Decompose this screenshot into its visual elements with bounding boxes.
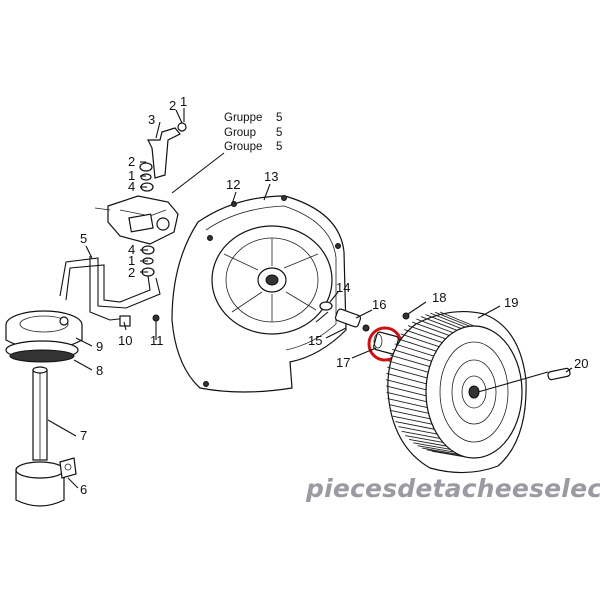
callout-15: 15 <box>308 333 322 348</box>
fan-blade <box>407 325 446 340</box>
fan-blade <box>394 343 434 357</box>
callout-16: 16 <box>372 297 386 312</box>
callout-13: 13 <box>264 169 278 184</box>
group-number-fr: 5 <box>276 141 282 153</box>
callout-18: 18 <box>432 290 446 305</box>
group-reference-block: Gruppe 5 Group 5 Groupe 5 <box>171 112 282 194</box>
fan-blade <box>413 442 451 450</box>
fuel-pump-assembly <box>59 122 187 334</box>
fan-blade <box>385 385 427 397</box>
callout-4-upper: 4 <box>128 179 135 194</box>
fan-blade <box>430 312 466 328</box>
fan-blade <box>439 311 475 327</box>
callout-20: 20 <box>574 356 588 371</box>
callout-6: 6 <box>80 482 87 497</box>
callout-11: 11 <box>150 333 164 348</box>
callout-4-lower: 4 <box>128 242 135 257</box>
fan-blade <box>387 366 428 379</box>
group-label-en: Group <box>224 127 256 139</box>
leader-lines <box>47 108 573 489</box>
fan-blade <box>398 426 438 435</box>
callout-2-lower: 2 <box>128 265 135 280</box>
fan-housing <box>171 195 347 393</box>
group-number-en: 5 <box>276 127 282 139</box>
fan-blade <box>416 318 454 334</box>
group-number-de: 5 <box>276 112 282 124</box>
group-label-fr: Groupe <box>224 141 262 153</box>
callout-1-upper: 1 <box>128 168 135 183</box>
burner-assembly <box>5 310 83 507</box>
group-label-de: Gruppe <box>224 112 262 124</box>
callout-5: 5 <box>80 231 87 246</box>
fan-blade <box>422 447 459 455</box>
callout-1-lower: 1 <box>128 253 135 268</box>
callout-3: 3 <box>148 112 155 127</box>
fan-blade <box>420 316 458 331</box>
fan-blade <box>390 354 430 368</box>
callout-19: 19 <box>504 295 518 310</box>
fan-blade <box>390 410 431 420</box>
fan-blade <box>397 338 437 352</box>
fan-blade <box>386 391 427 403</box>
fan-blade <box>388 404 429 414</box>
shaft-coupling-parts <box>315 301 410 362</box>
callout-2-top: 2 <box>169 98 176 113</box>
callout-9: 9 <box>96 339 103 354</box>
fan-blade <box>401 430 440 439</box>
fan-blade <box>400 333 440 348</box>
callout-17: 17 <box>336 355 350 370</box>
callout-1-top: 1 <box>180 94 187 109</box>
callout-2-upper: 2 <box>128 154 135 169</box>
watermark-text: piecesdetacheeselec.com <box>305 474 600 503</box>
callout-14: 14 <box>336 280 350 295</box>
fan-blade <box>385 379 427 391</box>
fan-blade <box>395 421 435 430</box>
fan-wheel <box>385 310 549 474</box>
fan-blade <box>411 321 450 336</box>
fan-blade <box>434 311 470 327</box>
callout-numbers: 2 1 3 2 1 4 4 1 2 5 10 11 9 8 7 6 12 13 … <box>80 94 588 497</box>
shaft-pin <box>547 367 571 381</box>
fan-blade <box>386 372 427 385</box>
fan-blade <box>426 449 463 457</box>
fan-blade <box>387 398 428 408</box>
fan-blade <box>425 314 462 329</box>
fan-blade <box>417 445 455 453</box>
callout-8: 8 <box>96 363 103 378</box>
fan-blade <box>404 329 443 343</box>
callout-10: 10 <box>118 333 132 348</box>
fan-blade <box>388 360 429 373</box>
fan-blade <box>409 438 447 447</box>
fan-blade <box>405 435 444 443</box>
fan-blade <box>392 348 432 362</box>
fan-blade <box>392 415 433 425</box>
callout-7: 7 <box>80 428 87 443</box>
callout-12: 12 <box>226 177 240 192</box>
